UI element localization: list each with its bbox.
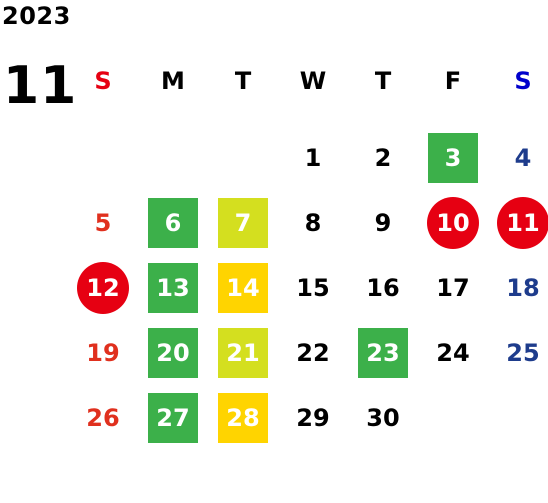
day-cell[interactable]: 25 xyxy=(488,320,548,385)
day-cell[interactable]: 22 xyxy=(278,320,348,385)
event-box-marker xyxy=(428,132,478,183)
day-cell[interactable]: 1 xyxy=(278,125,348,190)
day-number: 3 xyxy=(444,143,462,172)
day-number: 24 xyxy=(436,338,470,367)
day-cell[interactable]: 11 xyxy=(488,190,548,255)
event-box-marker xyxy=(148,327,198,378)
day-number: 7 xyxy=(234,208,252,237)
day-cell[interactable]: 10 xyxy=(418,190,488,255)
year-label: 2023 xyxy=(2,2,71,30)
day-cell[interactable]: 5 xyxy=(68,190,138,255)
day-cell[interactable]: 28 xyxy=(208,385,278,450)
day-number: 30 xyxy=(366,403,400,432)
holiday-circle-marker xyxy=(77,261,129,314)
day-cell[interactable]: 17 xyxy=(418,255,488,320)
day-cell[interactable]: 8 xyxy=(278,190,348,255)
day-cell[interactable]: 30 xyxy=(348,385,418,450)
weekday-header: F xyxy=(444,67,462,95)
day-cell[interactable]: 7 xyxy=(208,190,278,255)
weekday-header: M xyxy=(161,67,185,95)
day-cell[interactable]: 3 xyxy=(418,125,488,190)
day-cell[interactable]: 24 xyxy=(418,320,488,385)
day-number: 17 xyxy=(436,273,470,302)
day-cell[interactable]: 19 xyxy=(68,320,138,385)
day-cell[interactable]: 23 xyxy=(348,320,418,385)
day-number: 13 xyxy=(156,273,190,302)
day-cell[interactable]: 12 xyxy=(68,255,138,320)
weekday-header: T xyxy=(374,67,392,95)
event-box-marker xyxy=(218,392,268,443)
day-number: 2 xyxy=(374,143,392,172)
event-box-marker xyxy=(148,392,198,443)
day-cell[interactable]: 14 xyxy=(208,255,278,320)
day-cell[interactable]: 26 xyxy=(68,385,138,450)
event-box-marker xyxy=(218,262,268,313)
day-number: 16 xyxy=(366,273,400,302)
day-cell[interactable]: 20 xyxy=(138,320,208,385)
day-number: 28 xyxy=(226,403,260,432)
day-number: 26 xyxy=(86,403,120,432)
day-number: 9 xyxy=(374,208,392,237)
day-cell[interactable]: 6 xyxy=(138,190,208,255)
day-number: 21 xyxy=(226,338,260,367)
day-number: 11 xyxy=(506,208,540,237)
empty-day-cell xyxy=(68,125,138,190)
day-cell[interactable]: 18 xyxy=(488,255,548,320)
day-number: 19 xyxy=(86,338,120,367)
holiday-circle-marker xyxy=(497,196,548,249)
day-number: 22 xyxy=(296,338,330,367)
weekday-header: S xyxy=(94,67,112,95)
day-cell[interactable]: 16 xyxy=(348,255,418,320)
day-cell[interactable]: 9 xyxy=(348,190,418,255)
day-cell[interactable]: 2 xyxy=(348,125,418,190)
day-number: 6 xyxy=(164,208,182,237)
event-box-marker xyxy=(218,327,268,378)
empty-day-cell xyxy=(208,125,278,190)
month-number: 11 xyxy=(3,56,78,116)
event-box-marker xyxy=(148,197,198,248)
holiday-circle-marker xyxy=(427,196,479,249)
weekday-header: T xyxy=(234,67,252,95)
day-number: 20 xyxy=(156,338,190,367)
day-cell[interactable]: 13 xyxy=(138,255,208,320)
day-number: 8 xyxy=(304,208,322,237)
day-number: 4 xyxy=(514,143,532,172)
day-cell[interactable]: 15 xyxy=(278,255,348,320)
day-number: 15 xyxy=(296,273,330,302)
event-box-marker xyxy=(148,262,198,313)
day-number: 25 xyxy=(506,338,540,367)
day-cell[interactable]: 4 xyxy=(488,125,548,190)
day-cell[interactable]: 29 xyxy=(278,385,348,450)
weekday-header: S xyxy=(514,67,532,95)
event-box-marker xyxy=(218,197,268,248)
day-number: 27 xyxy=(156,403,190,432)
day-number: 12 xyxy=(86,273,120,302)
day-number: 14 xyxy=(226,273,260,302)
event-box-marker xyxy=(358,327,408,378)
day-cell[interactable]: 21 xyxy=(208,320,278,385)
day-number: 23 xyxy=(366,338,400,367)
day-number: 10 xyxy=(436,208,470,237)
day-number: 5 xyxy=(94,208,112,237)
empty-day-cell xyxy=(138,125,208,190)
day-number: 1 xyxy=(304,143,322,172)
weekday-header: W xyxy=(299,67,327,95)
day-number: 18 xyxy=(506,273,540,302)
day-number: 29 xyxy=(296,403,330,432)
day-cell[interactable]: 27 xyxy=(138,385,208,450)
